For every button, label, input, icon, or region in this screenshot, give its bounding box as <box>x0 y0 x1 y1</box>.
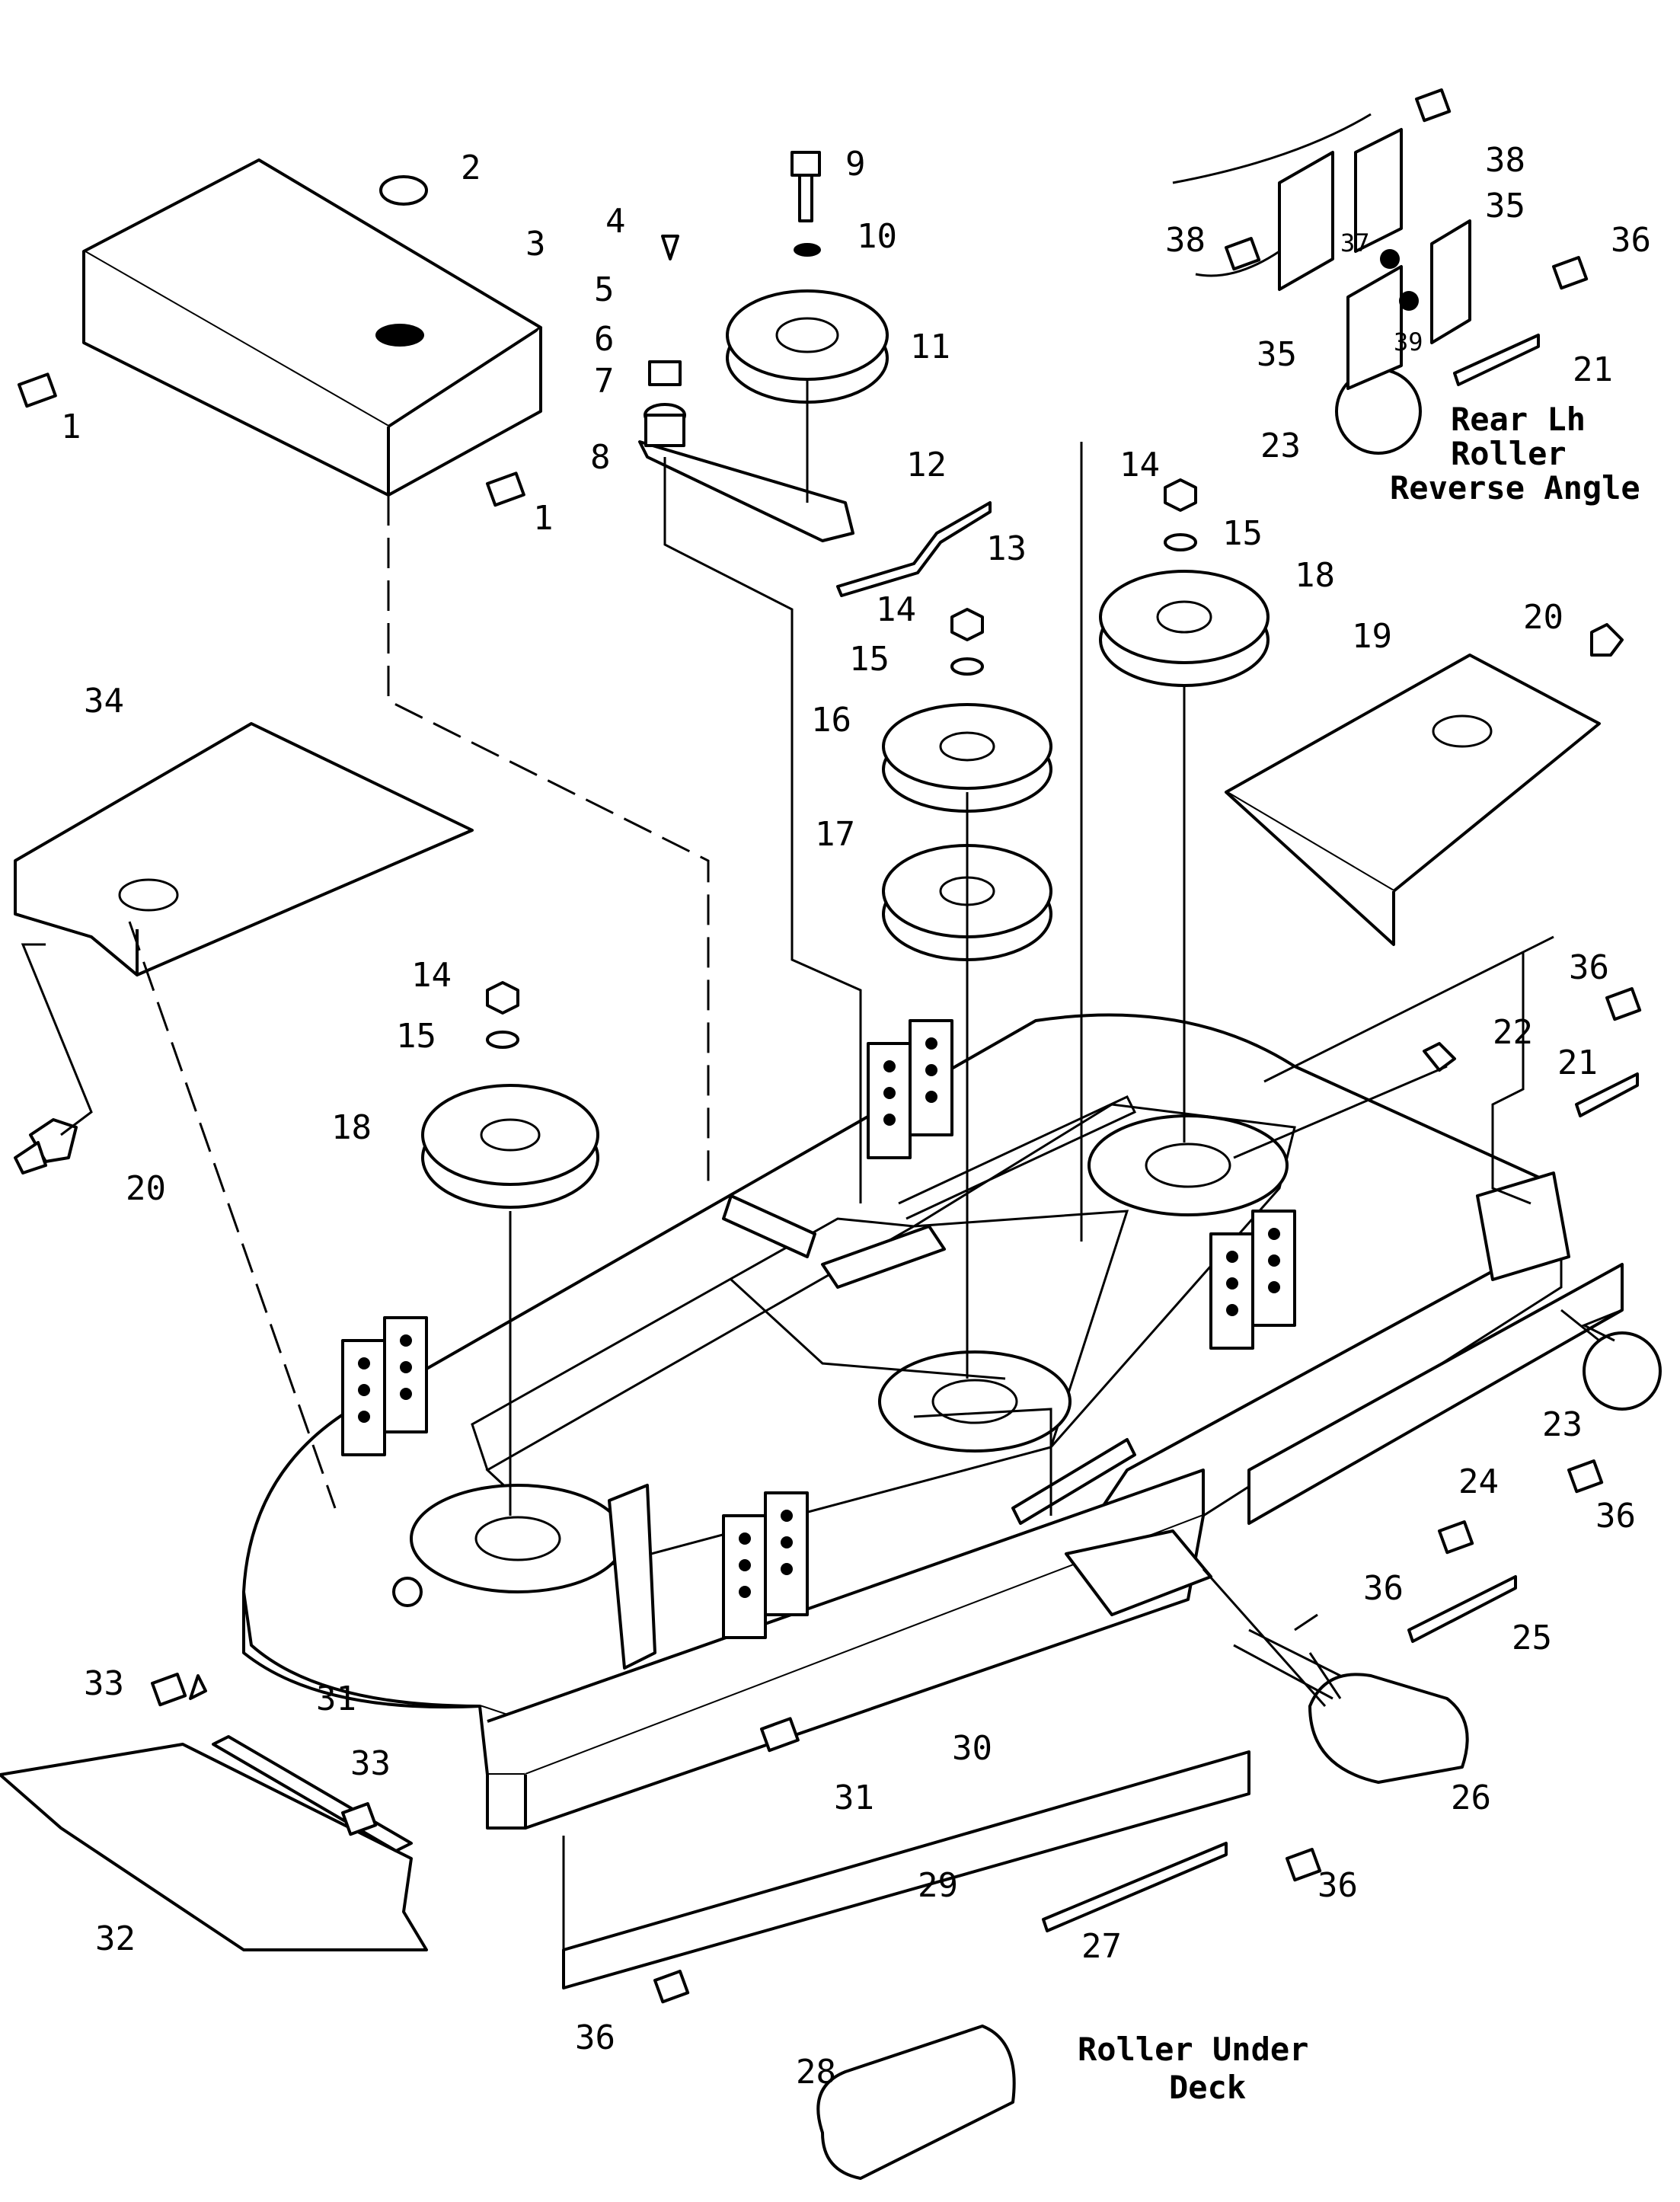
callout-17: 17 <box>815 815 855 854</box>
callout-38a: 38 <box>1485 141 1525 180</box>
callout-22: 22 <box>1493 1013 1533 1052</box>
callout-36a: 36 <box>1611 221 1651 260</box>
callout-35b: 35 <box>1257 335 1297 374</box>
callout-31b: 31 <box>834 1779 874 1817</box>
callout-36d: 36 <box>1363 1569 1404 1608</box>
callout-4: 4 <box>605 202 626 241</box>
callout-5: 5 <box>594 270 615 309</box>
pulley-18-left <box>421 1084 599 1209</box>
callout-24: 24 <box>1458 1462 1499 1501</box>
roller-26 <box>1308 1673 1469 1784</box>
callout-20b: 20 <box>126 1169 166 1208</box>
pulley-11 <box>726 289 889 404</box>
leader-lines <box>21 381 1623 1950</box>
callout-21b: 21 <box>1557 1043 1598 1082</box>
note-under-deck-2: Deck <box>1169 2069 1246 2106</box>
roller-28 <box>816 2025 1016 2180</box>
callout-39: 39 <box>1394 328 1423 356</box>
roller-bracket-assembly <box>1172 113 1471 390</box>
callout-30: 30 <box>952 1729 992 1768</box>
callout-14c: 14 <box>411 956 452 995</box>
deck-strip-29 <box>562 1750 1250 1989</box>
callout-10: 10 <box>857 217 897 256</box>
callout-3: 3 <box>525 225 546 264</box>
callout-31a: 31 <box>316 1679 356 1718</box>
callout-23a: 23 <box>1260 427 1301 465</box>
callout-34: 34 <box>84 682 124 721</box>
hardware <box>14 88 1642 2004</box>
callout-36e: 36 <box>1317 1866 1358 1905</box>
callout-26: 26 <box>1451 1779 1491 1817</box>
nut-31-bottom <box>760 1717 800 1753</box>
callout-1b: 1 <box>533 499 554 538</box>
note-rear-roller-3: Reverse Angle <box>1390 469 1640 507</box>
callout-36f: 36 <box>575 2018 615 2057</box>
callout-12: 12 <box>906 446 947 484</box>
callout-35a: 35 <box>1485 187 1525 225</box>
nut-22 <box>1423 1042 1456 1072</box>
rods <box>189 334 1639 1989</box>
callout-2: 2 <box>461 149 481 187</box>
notes: Rear Lh Roller Reverse Angle Roller Unde… <box>1078 401 1640 2106</box>
callout-8: 8 <box>590 438 611 477</box>
callout-19: 19 <box>1352 617 1392 656</box>
callout-32: 32 <box>95 1919 136 1958</box>
mower-deck <box>242 1013 1570 1830</box>
callout-14b: 14 <box>876 590 916 629</box>
callout-15a: 15 <box>1222 514 1263 553</box>
nut-31-top <box>392 1577 423 1607</box>
callout-9: 9 <box>845 145 866 184</box>
callout-7: 7 <box>594 362 615 401</box>
knob-20-right <box>1590 623 1624 657</box>
callout-16: 16 <box>811 701 851 740</box>
callout-29: 29 <box>918 1866 958 1905</box>
callout-37: 37 <box>1340 229 1370 257</box>
roller-23-right <box>1583 1331 1662 1411</box>
callout-18a: 18 <box>1295 556 1335 595</box>
pulley-18-right <box>1099 570 1270 687</box>
callout-1a: 1 <box>61 407 81 446</box>
callout-18b: 18 <box>331 1108 372 1147</box>
belt-cover-right <box>1225 654 1601 946</box>
callout-38b: 38 <box>1165 221 1206 260</box>
callout-6: 6 <box>594 320 615 359</box>
callout-33b: 33 <box>350 1744 391 1783</box>
callout-27: 27 <box>1081 1927 1122 1966</box>
callout-15c: 15 <box>396 1017 436 1056</box>
callout-33a: 33 <box>84 1664 124 1703</box>
callout-labels: 1 1 2 3 4 5 6 7 8 9 10 11 12 13 14 15 14… <box>61 141 1651 2092</box>
belt-cover-left <box>14 722 474 976</box>
callout-25: 25 <box>1512 1619 1552 1657</box>
callout-11: 11 <box>910 328 950 366</box>
note-rear-roller-1: Rear Lh <box>1451 401 1586 438</box>
callout-28: 28 <box>796 2053 836 2092</box>
note-rear-roller-2: Roller <box>1451 435 1567 472</box>
callout-23b: 23 <box>1542 1405 1583 1444</box>
note-under-deck-1: Roller Under <box>1078 2031 1308 2068</box>
callout-13: 13 <box>986 529 1027 568</box>
callout-14a: 14 <box>1119 446 1160 484</box>
callout-20a: 20 <box>1523 598 1563 637</box>
belt-cover-top <box>82 158 542 497</box>
callout-21a: 21 <box>1573 350 1613 389</box>
callout-15b: 15 <box>849 640 890 679</box>
idler-arm <box>638 360 992 597</box>
pulley-16 <box>882 703 1052 813</box>
callout-36c: 36 <box>1595 1497 1636 1536</box>
callout-36b: 36 <box>1569 948 1609 987</box>
